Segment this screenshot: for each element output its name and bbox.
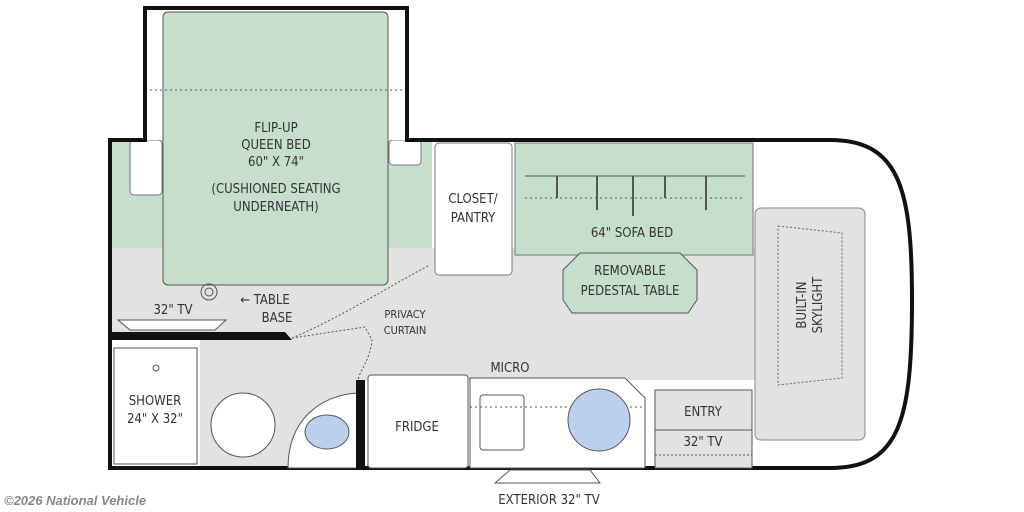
fridge-label: FRIDGE	[395, 420, 439, 435]
curtain-label: CURTAIN	[384, 324, 427, 337]
exterior-tv	[493, 469, 602, 484]
shower-label: SHOWER	[129, 394, 182, 409]
closet-pantry	[434, 142, 513, 276]
table-base	[200, 283, 218, 301]
tv-label: 32" TV	[153, 303, 192, 318]
exterior-wall	[108, 6, 915, 470]
bed-label: 60" X 74"	[248, 155, 304, 170]
stove	[479, 394, 525, 451]
shower-drain	[152, 364, 160, 372]
bed-label: FLIP-UP	[254, 121, 297, 136]
bed-label: (CUSHIONED SEATING	[211, 182, 340, 197]
galley-floor	[360, 338, 760, 380]
curtain-label: PRIVACY	[384, 308, 426, 321]
bed-label: UNDERNEATH)	[233, 200, 318, 215]
bed-label: QUEEN BED	[241, 138, 310, 153]
exterior-tv-label: EXTERIOR 32" TV	[498, 493, 599, 508]
bath-sink	[304, 414, 350, 450]
sofa-label: 64" SOFA BED	[591, 226, 673, 241]
front-lounge-floor	[754, 207, 866, 441]
copyright-watermark: ©2026 National Vehicle	[4, 493, 147, 508]
seatbelts	[556, 176, 707, 216]
bath-wall	[356, 380, 365, 470]
privacy-curtain	[291, 264, 431, 381]
closet-label: PANTRY	[451, 211, 496, 226]
entry-tv-label: 32" TV	[683, 435, 722, 450]
table-label: PEDESTAL TABLE	[581, 284, 680, 299]
shower-label: 24" X 32"	[127, 412, 183, 427]
shower	[113, 347, 198, 465]
bedroom-tv	[116, 319, 228, 331]
skylight-label: SKYLIGHT	[811, 276, 826, 334]
skylight	[777, 225, 843, 386]
fridge	[367, 374, 469, 469]
toilet	[210, 392, 276, 458]
table-base-inner	[204, 287, 214, 297]
table-label: REMOVABLE	[594, 264, 666, 279]
micro-label: MICRO	[490, 361, 529, 376]
entry-label: ENTRY	[684, 405, 723, 420]
table-base-label: BASE	[262, 311, 293, 326]
queen-bed	[162, 11, 389, 286]
pedestal-table	[562, 252, 698, 314]
entry	[654, 389, 753, 469]
table-base-label: ← TABLE	[240, 293, 290, 308]
skylight-label: BUILT-IN	[795, 281, 810, 328]
nightstand-right	[388, 139, 422, 166]
closet-label: CLOSET/	[448, 192, 497, 207]
nightstand-left	[129, 139, 163, 196]
interior-wall	[110, 332, 292, 340]
kitchen-sink	[567, 388, 631, 452]
